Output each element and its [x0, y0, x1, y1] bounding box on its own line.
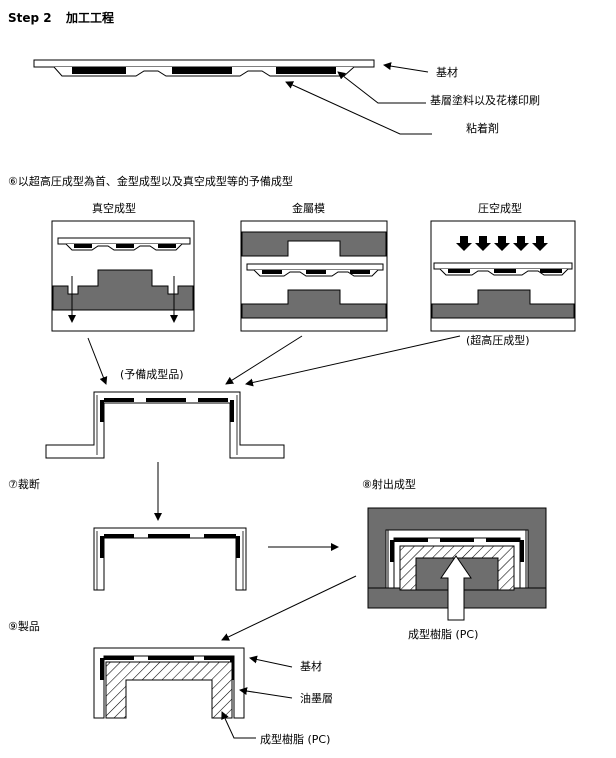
vacuum-mold [52, 269, 194, 311]
print-pattern-3 [276, 67, 336, 74]
mold-print-2 [306, 270, 326, 274]
pressure-print-3 [540, 269, 562, 273]
substrate-sheet [33, 59, 375, 68]
mold-sheet [246, 263, 384, 271]
pressure-mold [431, 289, 575, 319]
injection-print-3 [486, 538, 520, 542]
down-arrow-icon [475, 236, 491, 251]
section9-title: ⑨製品 [8, 619, 40, 633]
cut-print-3 [204, 534, 236, 538]
arrow-vacuum-to-preform [87, 337, 108, 385]
pressure-note: (超高圧成型) [466, 333, 530, 347]
sheet-diagram: 基材 基層塗料以及花樣印刷 粘着剤 [33, 59, 540, 135]
vacuum-print-2 [116, 244, 134, 248]
cut-print-2 [148, 534, 190, 538]
header: Step 2 加工工程 [8, 10, 114, 25]
injection-print-right [520, 540, 524, 562]
product-resin-label: 成型樹脂 (PC) [260, 732, 330, 746]
preform-print-1 [104, 398, 134, 402]
injection-film [387, 529, 527, 589]
mold-print-3 [350, 270, 370, 274]
product-print-2 [148, 656, 194, 660]
injection-print-1 [394, 538, 428, 542]
section6-title: ⑥以超高圧成型為首、金型成型以及真空成型等的予備成型 [8, 174, 293, 188]
injection-print-2 [440, 538, 474, 542]
pressure-sheet [433, 262, 573, 270]
arrow-product-substrate [249, 655, 293, 668]
label-substrate: 基材 [436, 65, 458, 79]
preform-print-right [230, 400, 234, 422]
product-ink-label: 油墨層 [300, 691, 333, 705]
page-title: 加工工程 [65, 10, 114, 25]
section7-title: ⑦裁断 [8, 477, 40, 491]
lower-mold [241, 289, 387, 319]
arrow-product-resin [221, 711, 256, 739]
arrow-adhesive [285, 81, 432, 135]
preform-print-3 [198, 398, 228, 402]
metal-mold-forming: 金屬模 [240, 201, 388, 332]
arrow-to-product [221, 575, 357, 641]
arrow-pressure-to-preform [245, 335, 461, 387]
mold-print-1 [262, 270, 282, 274]
step-label: Step 2 [8, 11, 52, 25]
cut-part [93, 527, 247, 591]
vacuum-forming: 真空成型 [51, 201, 195, 332]
upper-mold [241, 231, 387, 257]
pressure-label: 圧空成型 [478, 201, 522, 215]
label-adhesive: 粘着剤 [466, 121, 499, 135]
arrow-product-ink [239, 687, 293, 699]
product-print-left [100, 658, 104, 680]
preform-shape [45, 391, 285, 459]
product-print-3 [204, 656, 234, 660]
down-arrow-icon [532, 236, 548, 251]
resin-inject-arrow-icon [440, 555, 472, 621]
pressure-print-2 [494, 269, 516, 273]
down-arrow-icon [456, 236, 472, 251]
pressure-forming: 圧空成型 (超高圧成型) [430, 201, 576, 347]
mold-label: 金屬模 [292, 201, 325, 215]
down-arrow-icon [494, 236, 510, 251]
cut-print-1 [104, 534, 134, 538]
product-print-1 [104, 656, 134, 660]
arrow-print [337, 71, 426, 104]
print-pattern-2 [172, 67, 232, 74]
section8-title: ⑧射出成型 [362, 477, 416, 491]
cut-print-right [236, 536, 240, 558]
injection-resin-label: 成型樹脂 (PC) [408, 627, 478, 641]
product-resin [105, 661, 233, 719]
preform-label: (予備成型品) [120, 367, 184, 381]
product-film [93, 647, 245, 719]
pressure-arrows [456, 236, 548, 251]
product-substrate-label: 基材 [300, 659, 322, 673]
arrow-substrate [383, 62, 429, 73]
label-print: 基層塗料以及花樣印刷 [430, 93, 540, 107]
print-pattern-1 [72, 67, 126, 74]
pressure-print-1 [448, 269, 470, 273]
down-arrow-icon [513, 236, 529, 251]
final-product: 基材 油墨層 成型樹脂 (PC) [93, 647, 333, 746]
vacuum-print-3 [158, 244, 176, 248]
preform-part: (予備成型品) [45, 367, 285, 459]
vacuum-sheet [57, 237, 191, 245]
injection-mold: 成型樹脂 (PC) [367, 507, 547, 641]
vacuum-print-1 [74, 244, 92, 248]
preform-print-left [100, 400, 104, 422]
vacuum-label: 真空成型 [92, 201, 136, 215]
injection-print-left [390, 540, 394, 562]
preform-print-2 [146, 398, 186, 402]
arrow-mold-to-preform [225, 335, 303, 385]
cut-print-left [100, 536, 104, 558]
